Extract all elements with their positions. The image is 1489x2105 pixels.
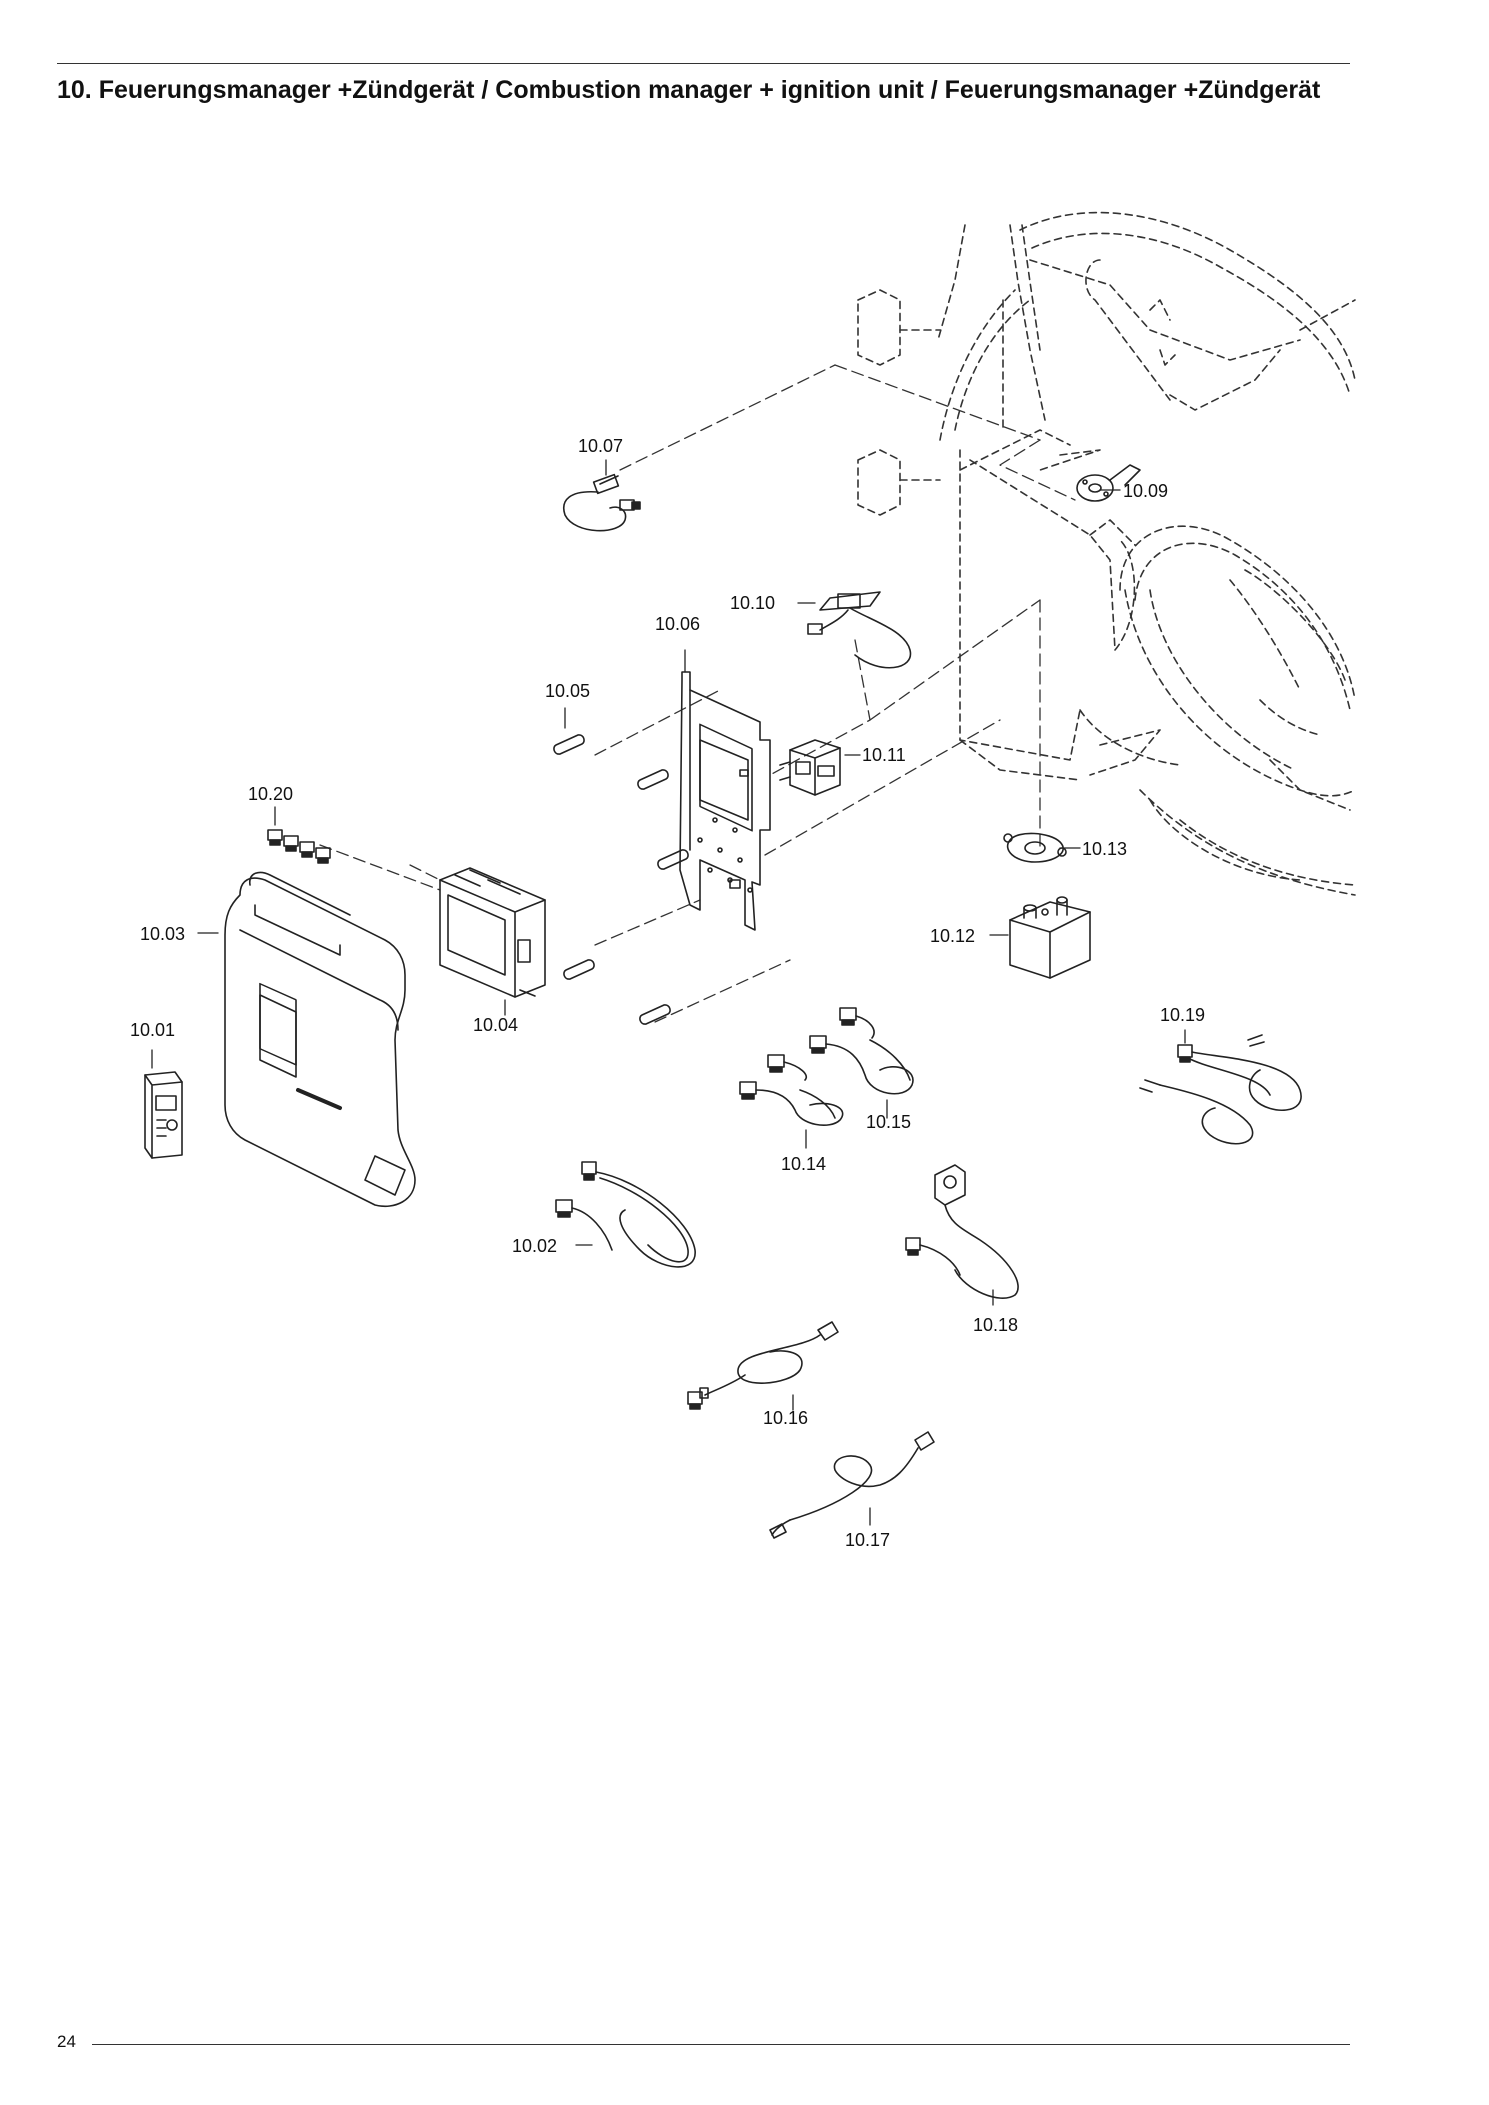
ionisation-cable-part-1010 xyxy=(807,591,912,669)
label-1009: 10.09 xyxy=(1123,481,1168,501)
ignition-unit-part-1012 xyxy=(1009,896,1091,979)
header-rule xyxy=(57,63,1350,64)
label-1003: 10.03 xyxy=(140,924,185,944)
label-1006: 10.06 xyxy=(655,614,700,634)
cable-part-1018 xyxy=(905,1164,1019,1299)
display-module-part-1001 xyxy=(144,1071,183,1159)
label-1015: 10.15 xyxy=(866,1112,911,1132)
label-1018: 10.18 xyxy=(973,1315,1018,1335)
label-1014: 10.14 xyxy=(781,1154,826,1174)
combustion-manager-part-1004 xyxy=(439,867,546,998)
cable-part-1002 xyxy=(555,1161,696,1268)
cable-part-1016 xyxy=(687,1321,839,1410)
cover-part-1003 xyxy=(224,871,416,1207)
label-1013: 10.13 xyxy=(1082,839,1127,859)
part-labels: 10.07 10.09 10.10 10.06 10.05 10.11 10.2… xyxy=(130,436,1205,1550)
cable-part-1015 xyxy=(809,1007,914,1095)
mounting-plate-part-1006 xyxy=(679,671,771,931)
label-1002: 10.02 xyxy=(512,1236,557,1256)
leader-lines xyxy=(151,459,1186,1526)
flange-disc-part-1009 xyxy=(1076,464,1141,502)
gasket-part-1013 xyxy=(1003,832,1067,863)
label-1010: 10.10 xyxy=(730,593,775,613)
wire-leads-part-1019 xyxy=(1139,1034,1302,1145)
standoff-bolts-part-1005 xyxy=(553,734,689,1025)
label-1004: 10.04 xyxy=(473,1015,518,1035)
sensor-cable-part-1007 xyxy=(563,473,641,532)
connectors-part-1020 xyxy=(267,829,331,864)
label-1019: 10.19 xyxy=(1160,1005,1205,1025)
label-1017: 10.17 xyxy=(845,1530,890,1550)
label-1020: 10.20 xyxy=(248,784,293,804)
label-1016: 10.16 xyxy=(763,1408,808,1428)
label-1005: 10.05 xyxy=(545,681,590,701)
cable-part-1014 xyxy=(739,1054,844,1126)
label-1011: 10.11 xyxy=(862,745,906,765)
label-1007: 10.07 xyxy=(578,436,623,456)
footer-rule xyxy=(92,2044,1350,2045)
page-title: 10. Feuerungsmanager +Zündgerät / Combus… xyxy=(57,76,1321,104)
assembly-guide-lines xyxy=(319,364,1076,1023)
burner-housing-outline xyxy=(857,211,1356,896)
label-1012: 10.12 xyxy=(930,926,975,946)
ignition-transformer-part-1011 xyxy=(779,739,841,796)
cable-part-1017 xyxy=(769,1431,935,1539)
label-1001: 10.01 xyxy=(130,1020,175,1040)
page-number: 24 xyxy=(57,2032,76,2051)
